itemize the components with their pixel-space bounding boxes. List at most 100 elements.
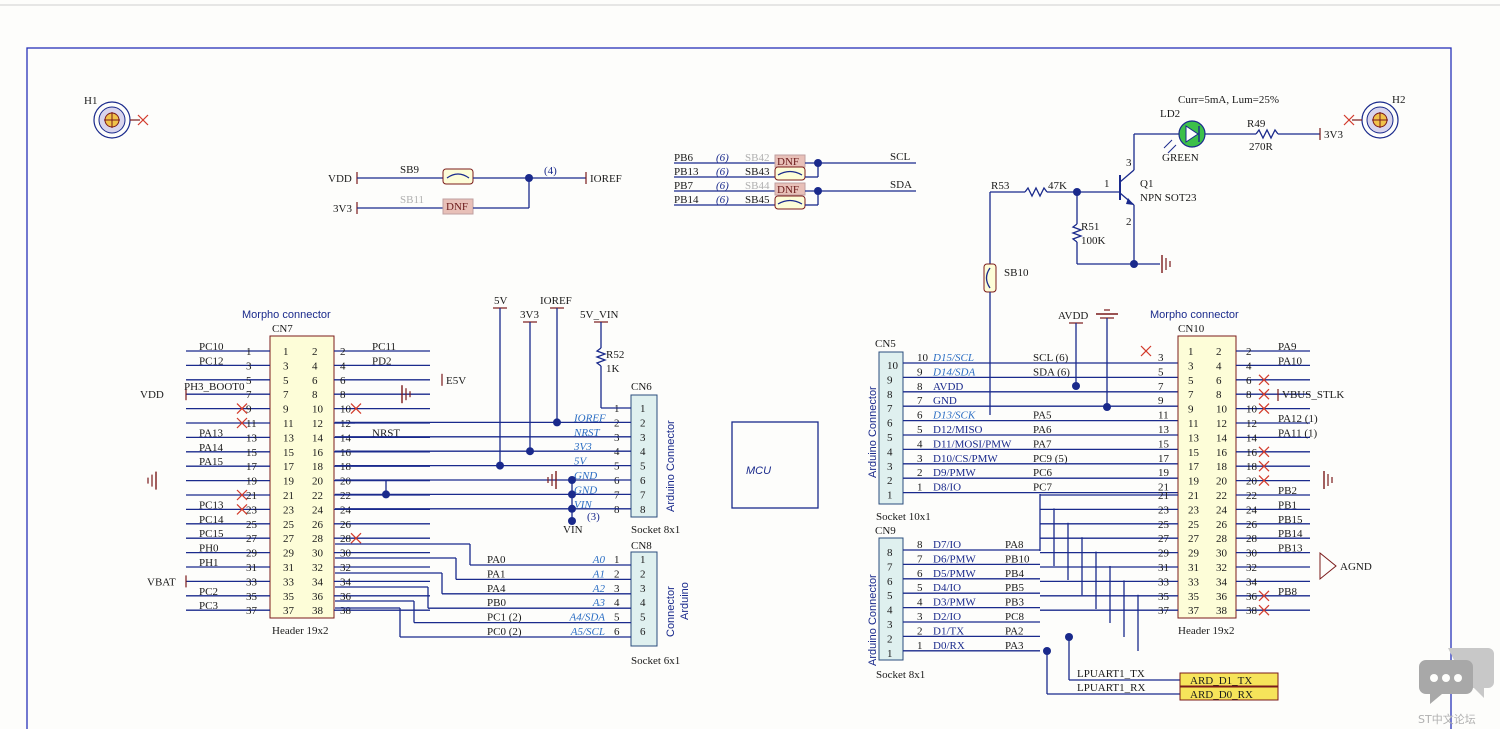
cn10-right-net: PA10 (1278, 355, 1303, 367)
cn10-pin-odd: 35 (1188, 591, 1200, 603)
mcu-label: MCU (746, 465, 771, 477)
cn8-pin-name: A3 (592, 597, 606, 609)
cn9-pin-outer: 3 (917, 611, 923, 623)
cn7-pin-odd: 21 (283, 490, 294, 502)
cn7-left-net: PH0 (199, 543, 219, 555)
cn10-pin-even: 8 (1216, 389, 1222, 401)
cn10-pin-even: 12 (1216, 418, 1227, 430)
cn10-pin-odd: 21 (1188, 490, 1199, 502)
lpuart-rx-label: LPUART1_RX (1077, 682, 1145, 694)
cn6-pin-name: 5V (574, 456, 588, 468)
scl-label: SCL (890, 151, 910, 163)
cn6-pin-number: 5 (640, 461, 646, 473)
cn10-pin-even: 16 (1216, 447, 1228, 459)
cn10-left-num: 31 (1158, 562, 1169, 574)
cn10-pin-even: 18 (1216, 461, 1228, 473)
cn10-pin-even: 24 (1216, 504, 1228, 516)
sb43-label: SB43 (745, 166, 770, 178)
cn9-pin-number: 2 (887, 633, 893, 645)
cn10-left-num: 37 (1158, 605, 1170, 617)
cn10-pin-even: 22 (1216, 490, 1227, 502)
cn10-pin-odd: 25 (1188, 519, 1200, 531)
cn8-pin-name: A1 (592, 568, 605, 580)
cn5-footer: Socket 10x1 (876, 511, 931, 523)
cn5-net: PA5 (1033, 410, 1052, 422)
ref6-c: (6) (716, 180, 729, 192)
ard-d0-rx-port: ARD_D0_RX (1190, 689, 1253, 701)
cn7-right-num: 8 (340, 389, 346, 401)
cn7-right-num: 22 (340, 490, 351, 502)
cn8-pin-number: 3 (640, 583, 646, 595)
cn7-left-num: 31 (246, 562, 257, 574)
cn6-pin-number: 6 (640, 475, 646, 487)
ground-icon (1323, 470, 1333, 490)
cn5-pin-number: 2 (887, 475, 893, 487)
r52-label: R52 (606, 349, 624, 361)
cn5-pin-name: D13/SCK (932, 410, 976, 422)
cn10-pin-odd: 27 (1188, 533, 1200, 545)
cn7-pin-even: 38 (312, 605, 324, 617)
cn7-pin-odd: 19 (283, 476, 295, 488)
cn10-right-num: 16 (1246, 447, 1258, 459)
cn6-pin-outer: 1 (614, 403, 620, 415)
cn6-pin-number: 1 (640, 403, 646, 415)
cn6-vin: VIN (563, 524, 583, 536)
cn7-pin-even: 30 (312, 548, 324, 560)
cn10-right-num: 12 (1246, 418, 1257, 430)
cn7-pin-even: 34 (312, 576, 324, 588)
cn5-net: PA7 (1033, 438, 1052, 450)
cn9-pin-number: 8 (887, 547, 893, 559)
cn8-net: PC1 (2) (487, 612, 522, 624)
cn10-pin-odd: 31 (1188, 562, 1199, 574)
cn6-pin-name: VIN (574, 499, 592, 511)
cn10-right-net: PB8 (1278, 586, 1297, 598)
cn5-pin-number: 4 (887, 446, 893, 458)
cn9-pin-outer: 1 (917, 640, 923, 652)
cn10-right-num: 10 (1246, 404, 1258, 416)
cn8-pin-number: 2 (640, 568, 646, 580)
cn5-pin-name: D9/PMW (933, 467, 976, 479)
cn10-left-num: 19 (1158, 467, 1170, 479)
cn9-net: PB4 (1005, 568, 1024, 580)
junction (526, 447, 534, 456)
cn5-pin-name: AVDD (933, 381, 963, 393)
cn10-ref: CN10 (1178, 323, 1205, 335)
cn5-pin-outer: 3 (917, 453, 923, 465)
cn9-pin-outer: 7 (917, 553, 923, 565)
cn7-right-num: 10 (340, 404, 352, 416)
cn5-net: SDA (6) (1033, 366, 1070, 378)
cn7-footer: Header 19x2 (272, 625, 329, 637)
ard-d1-tx-port: ARD_D1_TX (1190, 675, 1252, 687)
cn10-agnd: AGND (1340, 561, 1372, 573)
cn10-right-net: PB14 (1278, 528, 1303, 540)
cn5-pin-number: 3 (887, 461, 893, 473)
cn10-right-num: 22 (1246, 490, 1257, 502)
cn9-ref: CN9 (875, 525, 896, 537)
cn8-pin-outer: 4 (614, 597, 620, 609)
rail-5v-vin: 5V_VIN (580, 309, 619, 321)
cn7-left-num: 15 (246, 447, 258, 459)
r51-label: R51 (1081, 221, 1099, 233)
cn10-pin-odd: 1 (1188, 346, 1194, 358)
cn6-pin-outer: 4 (614, 446, 620, 458)
cn5-net: PC6 (1033, 467, 1052, 479)
lpuart-tx-label: LPUART1_TX (1077, 668, 1145, 680)
cn7-right-num: 18 (340, 461, 352, 473)
cn7-right-num: 12 (340, 418, 351, 430)
cn9-footer: Socket 8x1 (876, 669, 925, 681)
cn7-right-num: 38 (340, 605, 352, 617)
cn7-pin-odd: 9 (283, 404, 289, 416)
cn10-left-num: 35 (1158, 591, 1170, 603)
cn10-left-num: 17 (1158, 453, 1170, 465)
sb42-label: SB42 (745, 152, 769, 164)
cn5-pin-name: D11/MOSI/PMW (933, 438, 1012, 450)
cn8-title1: Arduino (679, 582, 691, 620)
cn6-pin-name: IOREF (573, 412, 606, 424)
cn6-ref3: (3) (587, 511, 600, 523)
cn5-pin-name: D12/MISO (933, 424, 983, 436)
mcu-block[interactable]: MCU (731, 421, 819, 509)
cn7-left-net: PC12 (199, 355, 223, 367)
cn5-pin-outer: 5 (917, 424, 923, 436)
cn5-pin-outer: 7 (917, 395, 923, 407)
